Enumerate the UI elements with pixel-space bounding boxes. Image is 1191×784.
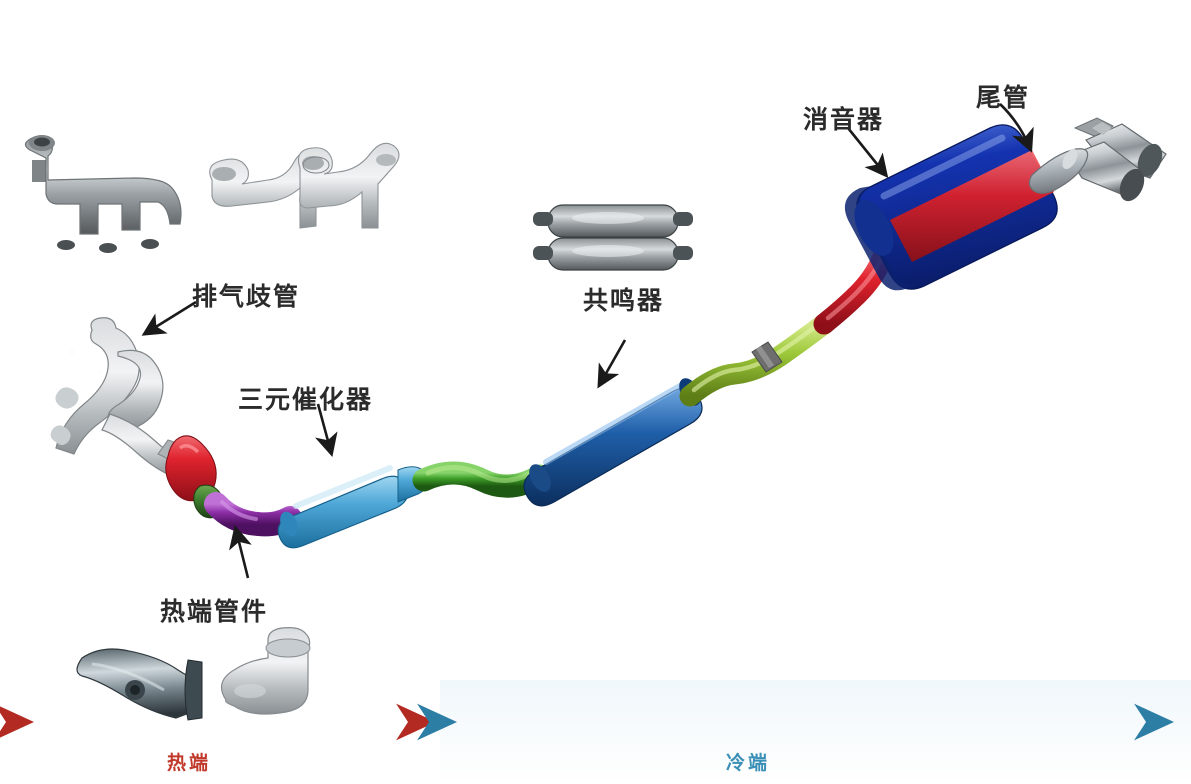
pipe-clamp [751, 341, 783, 373]
label-tailpipe: 尾管 [976, 83, 1031, 112]
pipe-purple-highlight [220, 500, 258, 521]
leader-arrow-muffler [846, 127, 889, 179]
leader-arrow-tailpipe [999, 103, 1034, 153]
resonator-body [523, 378, 703, 507]
label-resonator: 共鸣器 [583, 286, 665, 315]
leader-arrow-hot-pipe-fittings [229, 524, 252, 579]
label-three-way-catalytic-converter: 三元催化器 [238, 385, 374, 414]
label-hot-end-axis: 热端 [167, 752, 212, 774]
pipe-yellow-green-highlight [691, 320, 823, 393]
resonator-photo [533, 204, 693, 271]
leader-arrow-resonator [597, 339, 627, 389]
label-exhaust-manifold: 排气歧管 [192, 282, 301, 311]
pipe-yellow-green [679, 313, 835, 407]
pipe-green-mid-highlight [425, 465, 539, 483]
catalytic-converter-body [277, 465, 430, 549]
manifold-photo-cast-iron [24, 135, 182, 253]
hot-pipe-photo-flange [220, 627, 311, 715]
pipe-green-mid [412, 461, 552, 498]
muffler-body [844, 124, 1058, 291]
cold-side-background-wash [440, 680, 1191, 784]
hot-pipe-photo-elbow [76, 648, 203, 721]
label-hot-end-pipe-fittings: 热端管件 [160, 597, 269, 626]
flex-joint-red [165, 435, 217, 502]
label-muffler: 消音器 [803, 105, 885, 134]
cad-exhaust-manifold [50, 317, 191, 479]
label-cold-end-axis: 冷端 [726, 752, 771, 774]
leader-arrow-catalytic-converter [314, 403, 338, 458]
leader-arrow-exhaust-manifold [141, 300, 197, 336]
tailpipe-outlet [1028, 148, 1089, 194]
manifold-photo-tubular [209, 142, 400, 229]
